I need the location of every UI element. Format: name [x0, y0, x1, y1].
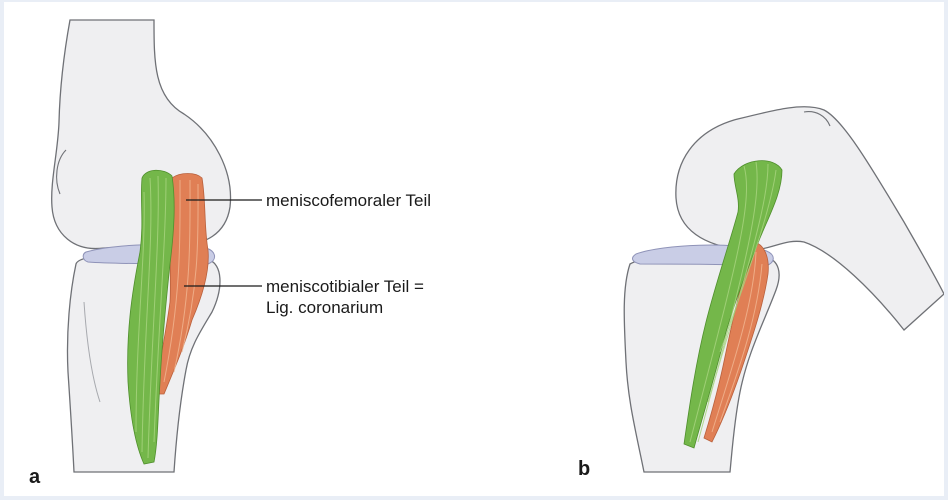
ligament-illustration — [4, 2, 944, 496]
panel-letter-a: a — [29, 466, 40, 489]
panel-letter-b: b — [578, 458, 590, 481]
panel-b-illustration — [624, 107, 944, 472]
label-meniscotibial-line1: meniscotibialer Teil = — [266, 276, 424, 297]
label-meniscofemoral: meniscofemoraler Teil — [266, 190, 431, 211]
label-meniscotibial-line2: Lig. coronarium — [266, 297, 424, 318]
panel-a-illustration — [52, 20, 262, 472]
anatomy-figure: meniscofemoraler Teil meniscotibialer Te… — [4, 2, 944, 496]
label-meniscotibial: meniscotibialer Teil = Lig. coronarium — [266, 276, 424, 318]
